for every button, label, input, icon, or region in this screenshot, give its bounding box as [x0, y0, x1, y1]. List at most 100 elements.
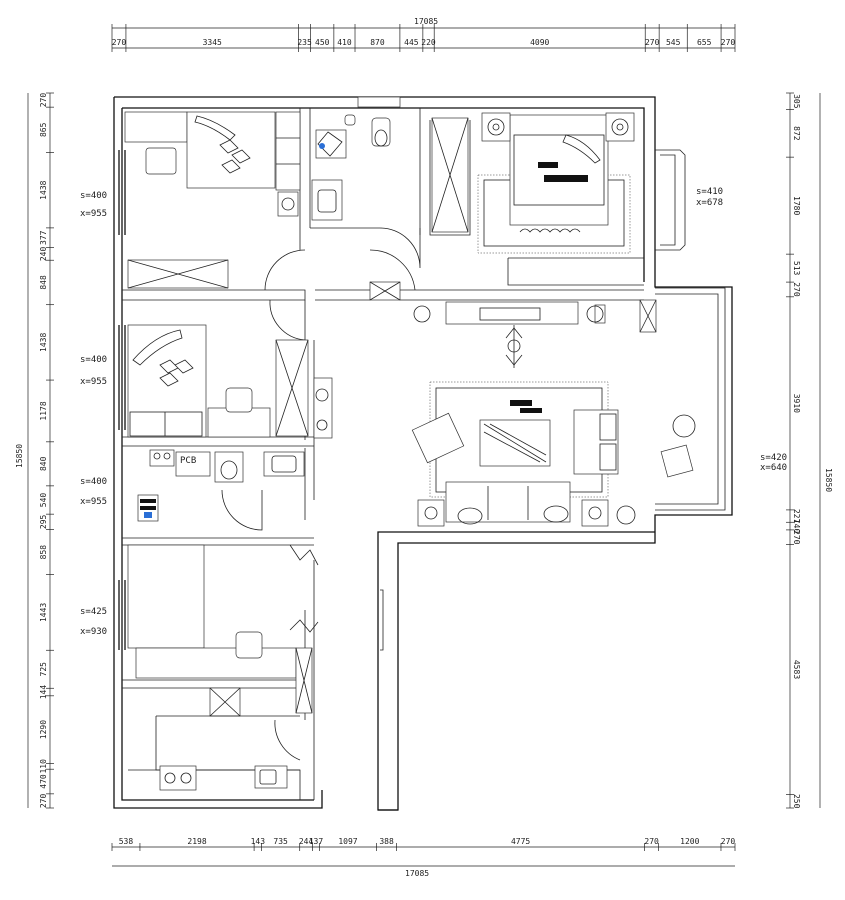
living-room: s=420 x=640	[369, 281, 787, 527]
dim-left-12: 1443	[39, 603, 48, 622]
armchair-2	[411, 412, 465, 464]
dim-left-15: 1290	[39, 720, 48, 739]
armchair-1	[145, 147, 177, 175]
desk-1	[207, 407, 271, 438]
dim-bottom-6: 1097	[338, 837, 357, 846]
master-bedroom: s=410 x=678	[431, 112, 723, 254]
shower-icon	[319, 143, 325, 149]
dim-right-4: 270	[792, 282, 801, 297]
dim-top-9: 270	[645, 38, 660, 47]
dim-top-12: 270	[721, 38, 736, 47]
dim-right-10: 250	[792, 794, 801, 809]
study: s=425 x=930	[80, 544, 313, 714]
dim-top-4: 410	[337, 38, 352, 47]
dim-bottom-11: 270	[721, 837, 736, 846]
dim-right-total: 15850	[824, 468, 833, 492]
dim-left-17: 470	[39, 774, 48, 789]
dim-right-6: 227	[792, 509, 801, 524]
dim-left-7: 1178	[39, 401, 48, 420]
dim-right-1: 872	[792, 126, 801, 141]
bathroom-1	[311, 96, 401, 221]
dim-left-13: 725	[39, 662, 48, 677]
dim-bottom-3: 735	[273, 837, 288, 846]
label-room3-b: x=955	[80, 497, 107, 507]
outer-walls	[113, 96, 733, 811]
plant-icon	[413, 305, 431, 323]
dim-left-11: 858	[39, 545, 48, 560]
dim-top-10: 545	[666, 38, 681, 47]
dim-right-7: 140	[792, 519, 801, 534]
dim-right-3: 513	[792, 261, 801, 276]
desk-2	[135, 647, 297, 679]
dimension-left: 15850 2708651438377240848143811788405402…	[15, 92, 54, 809]
dim-left-14: 144	[39, 685, 48, 700]
dim-left-9: 540	[39, 493, 48, 508]
lamp-icon	[481, 112, 511, 142]
sofa-3seat	[445, 481, 571, 523]
label-room2-b: x=955	[80, 377, 107, 387]
dim-left-16: 110	[39, 759, 48, 774]
label-room1-a: s=400	[80, 191, 107, 201]
dim-bottom-2: 143	[251, 837, 266, 846]
sink-icon	[254, 765, 288, 789]
dim-bottom-1: 2198	[187, 837, 206, 846]
toilet-icon	[214, 451, 244, 483]
dim-left-2: 1438	[39, 180, 48, 199]
dim-bottom-0: 538	[119, 837, 134, 846]
dim-top-1: 3345	[203, 38, 222, 47]
dim-right-5: 3910	[792, 394, 801, 413]
dim-right-0: 305	[792, 94, 801, 109]
dim-right-8: 270	[792, 530, 801, 545]
dim-top-0: 270	[112, 38, 127, 47]
dim-top-6: 445	[404, 38, 419, 47]
dim-bottom-10: 1200	[680, 837, 699, 846]
label-room1-b: x=955	[80, 209, 107, 219]
stove-icon	[159, 765, 197, 791]
label-room2-a: s=400	[80, 355, 107, 365]
dim-left-1: 865	[39, 122, 48, 137]
dim-bottom-4: 244	[299, 837, 314, 846]
label-living-b: x=640	[760, 463, 787, 473]
sink-icon	[311, 179, 343, 221]
dim-bottom-total: 17085	[405, 869, 429, 878]
bed-1	[186, 111, 276, 189]
dim-top-total: 17085	[414, 17, 438, 26]
dim-left-0: 270	[39, 93, 48, 108]
dim-top-8: 4090	[530, 38, 549, 47]
master-bed	[509, 114, 609, 226]
compass-arrow-icon	[505, 325, 523, 368]
dim-bottom-9: 270	[644, 837, 659, 846]
dim-bottom-5: 137	[309, 837, 324, 846]
toilet-icon	[371, 117, 391, 147]
plant-icon	[315, 388, 329, 402]
dim-left-total: 15850	[15, 444, 24, 468]
label-master-a: s=410	[696, 187, 723, 197]
label-master-b: x=678	[696, 198, 723, 208]
dim-top-7: 220	[421, 38, 436, 47]
dim-top-11: 655	[697, 38, 712, 47]
dim-bottom-7: 388	[379, 837, 394, 846]
dim-left-4: 240	[39, 247, 48, 262]
dim-left-3: 377	[39, 230, 48, 245]
dim-left-6: 1438	[39, 333, 48, 352]
dim-top-5: 870	[370, 38, 385, 47]
doors	[221, 227, 421, 761]
dim-left-10: 295	[39, 514, 48, 529]
dim-right-9: 4583	[792, 660, 801, 679]
dim-top-3: 450	[315, 38, 330, 47]
label-living-a: s=420	[760, 453, 787, 463]
bedroom-1: s=400 x=955	[80, 111, 301, 289]
bedroom-2: s=400 x=955	[80, 324, 333, 439]
dim-left-18: 270	[39, 794, 48, 809]
dim-bottom-8: 4775	[511, 837, 530, 846]
kitchen	[128, 687, 301, 800]
label-room3-a: s=400	[80, 477, 107, 487]
sofa-2seat	[573, 409, 619, 475]
label-room4-a: s=425	[80, 607, 107, 617]
tv-cabinet	[445, 301, 579, 325]
label-room4-b: x=930	[80, 627, 107, 637]
bathroom-2: PCB s=400 x=955	[80, 449, 305, 522]
